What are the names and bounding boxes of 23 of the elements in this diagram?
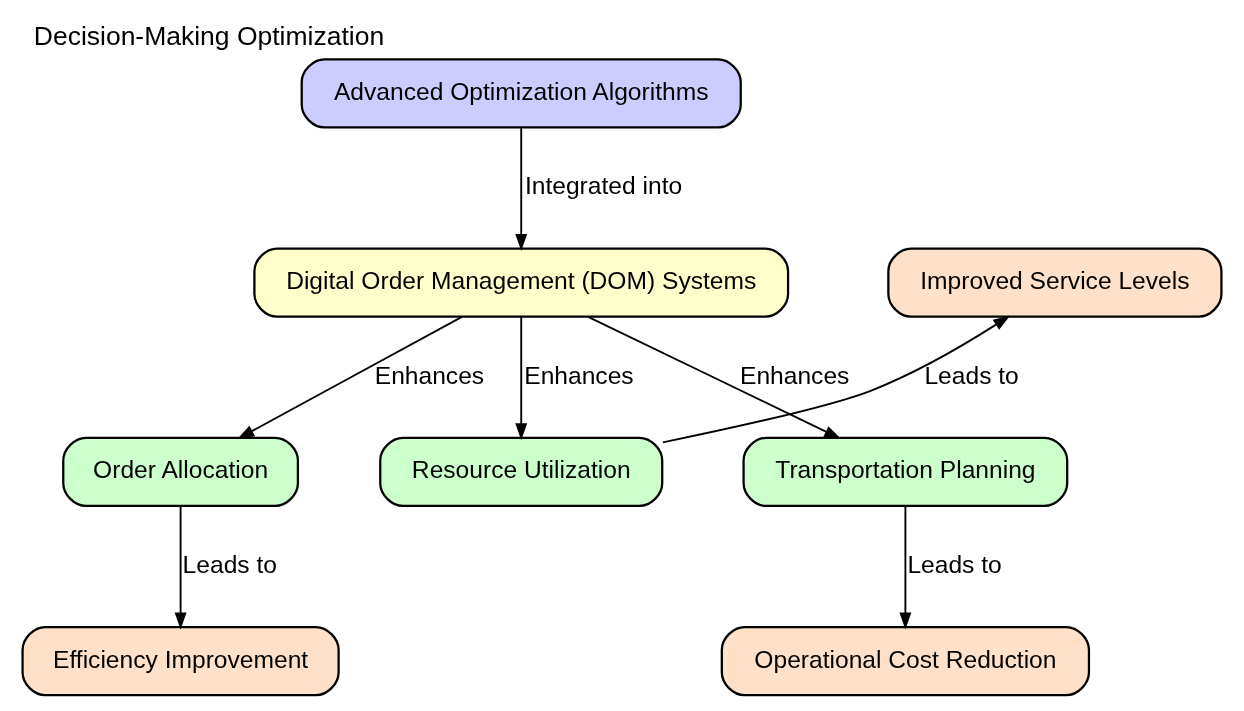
node-box: Order Allocation <box>62 436 300 508</box>
arrow <box>587 315 842 439</box>
edge-label: Leads to <box>907 550 1002 578</box>
arrow <box>174 505 187 630</box>
arrow <box>899 505 912 630</box>
arrow <box>662 315 1011 444</box>
edge-label: Integrated into <box>524 172 683 200</box>
edge-label: Enhances <box>374 361 485 389</box>
arrow <box>515 315 528 441</box>
node-box: Transportation Planning <box>742 436 1069 508</box>
edge-label: Leads to <box>182 550 277 578</box>
edge-label: Leads to <box>924 361 1019 389</box>
diagram-title: Decision-Making Optimization <box>33 20 385 51</box>
node-box: Improved Service Levels <box>887 247 1223 318</box>
edge-label: Enhances <box>739 361 850 389</box>
arrow <box>237 315 463 440</box>
node-box: Digital Order Management (DOM) Systems <box>253 247 790 318</box>
node-box: Resource Utilization <box>379 436 664 508</box>
arrow <box>515 126 528 252</box>
node-box: Operational Cost Reduction <box>720 625 1091 697</box>
node-box: Advanced Optimization Algorithms <box>300 58 742 129</box>
node-box: Efficiency Improvement <box>21 625 340 697</box>
edge-label: Enhances <box>524 361 634 389</box>
